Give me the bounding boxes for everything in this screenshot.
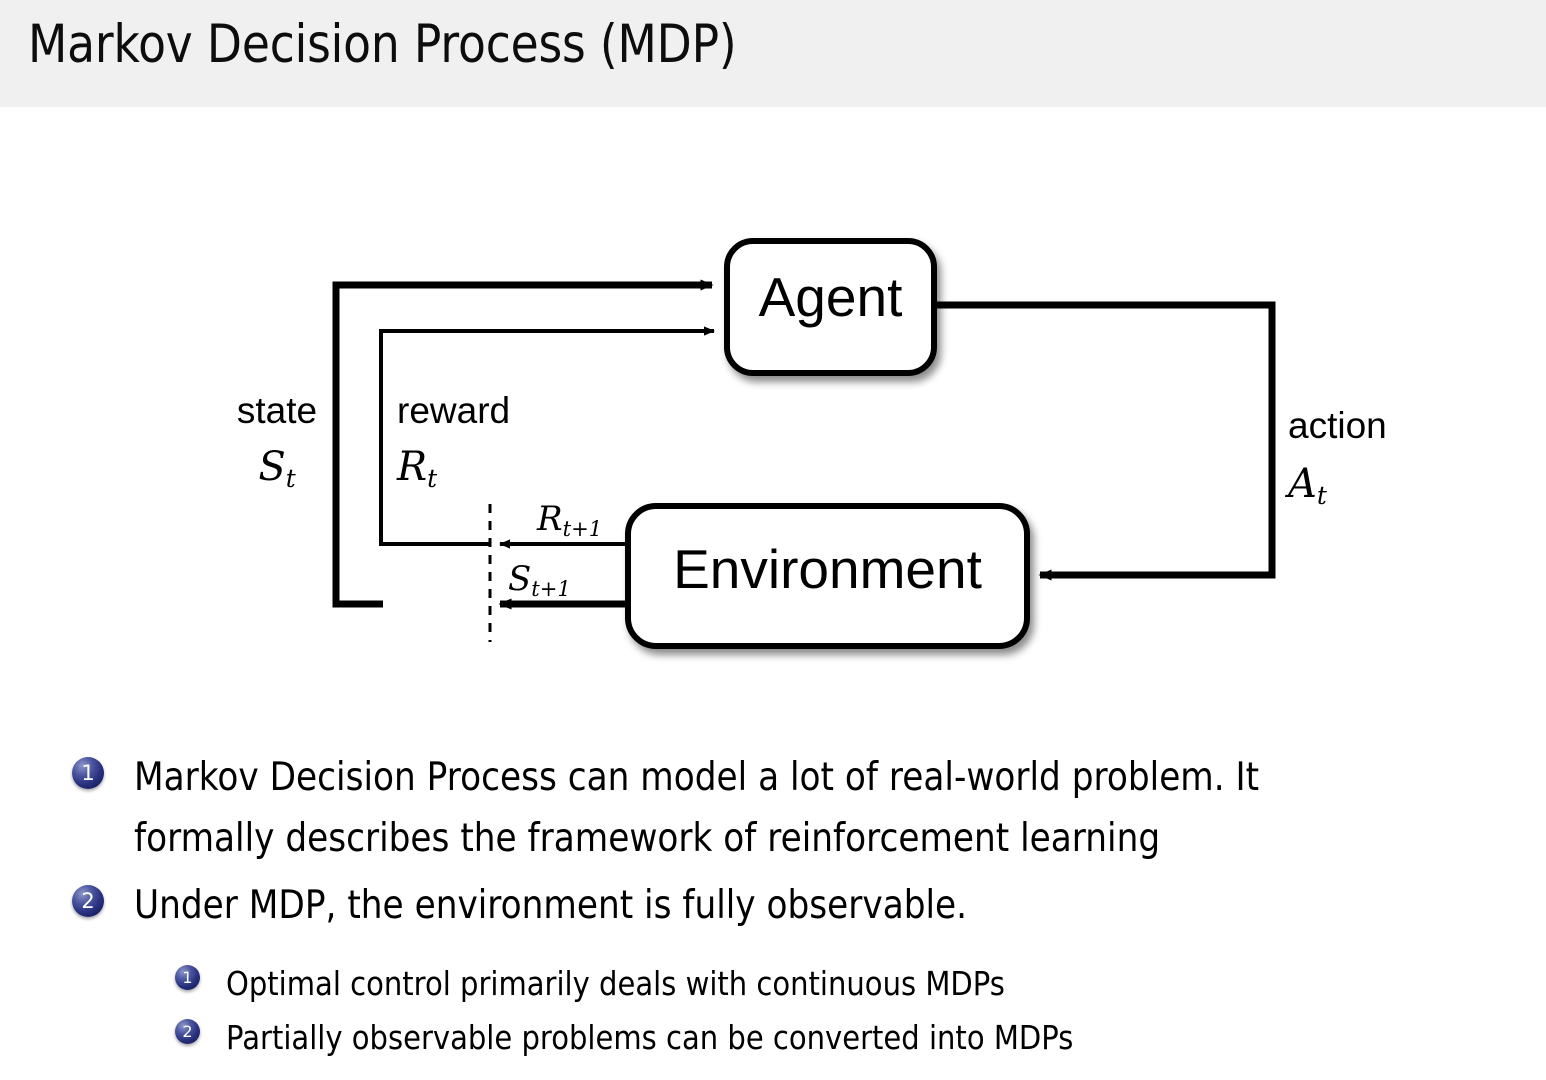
next-state-symbol: St+1 (508, 559, 571, 599)
state-feedback-path (332, 279, 714, 608)
bullet-2-line-1: Under MDP, the environment is fully obse… (134, 883, 968, 928)
bullet-marker-2: 2 (72, 885, 104, 917)
sub-bullet-2-text: Partially observable problems can be con… (226, 1018, 1074, 1057)
action-label: action (1288, 405, 1387, 446)
state-symbol-subscript: t (285, 463, 296, 493)
environment-node-label: Environment (673, 538, 982, 600)
action-path (934, 301, 1276, 581)
next-state-symbol-base: S (508, 559, 532, 599)
reward-symbol: Rt (397, 444, 437, 491)
bullet-1-line-1: Markov Decision Process can model a lot … (134, 755, 1260, 800)
agent-node[interactable] (724, 238, 937, 376)
bullet-1-line-2: formally describes the framework of rein… (134, 816, 1161, 861)
diagram-canvas (332, 238, 1276, 649)
state-symbol: St (229, 444, 325, 491)
action-symbol: At (1288, 461, 1327, 508)
reward-feedback-path (379, 326, 715, 546)
environment-node[interactable] (625, 503, 1030, 649)
page-title: Markov Decision Process (MDP) (28, 14, 737, 75)
sub-bullet-marker-1: 1 (175, 965, 200, 990)
reward-symbol-subscript: t (427, 463, 438, 493)
reward-label: reward (397, 390, 511, 431)
next-reward-symbol-base: R (537, 499, 563, 539)
sub-bullet-1-text: Optimal control primarily deals with con… (226, 964, 1005, 1003)
next-reward-symbol: Rt+1 (537, 499, 602, 539)
next-state-symbol-subscript: t+1 (531, 575, 571, 601)
action-symbol-base: A (1288, 461, 1317, 507)
sub-bullet-marker-2: 2 (175, 1019, 200, 1044)
agent-environment-diagram: Agent Environment state St reward Rt act… (0, 107, 1546, 707)
state-symbol-base: S (258, 444, 286, 490)
next-reward-symbol-subscript: t+1 (562, 515, 603, 541)
reward-symbol-base: R (397, 444, 428, 490)
slide-header-bar: Markov Decision Process (MDP) (0, 0, 1546, 107)
state-label: state (236, 390, 318, 431)
action-symbol-subscript: t (1316, 480, 1327, 510)
bullet-marker-1: 1 (72, 757, 104, 789)
agent-node-label: Agent (758, 266, 903, 328)
